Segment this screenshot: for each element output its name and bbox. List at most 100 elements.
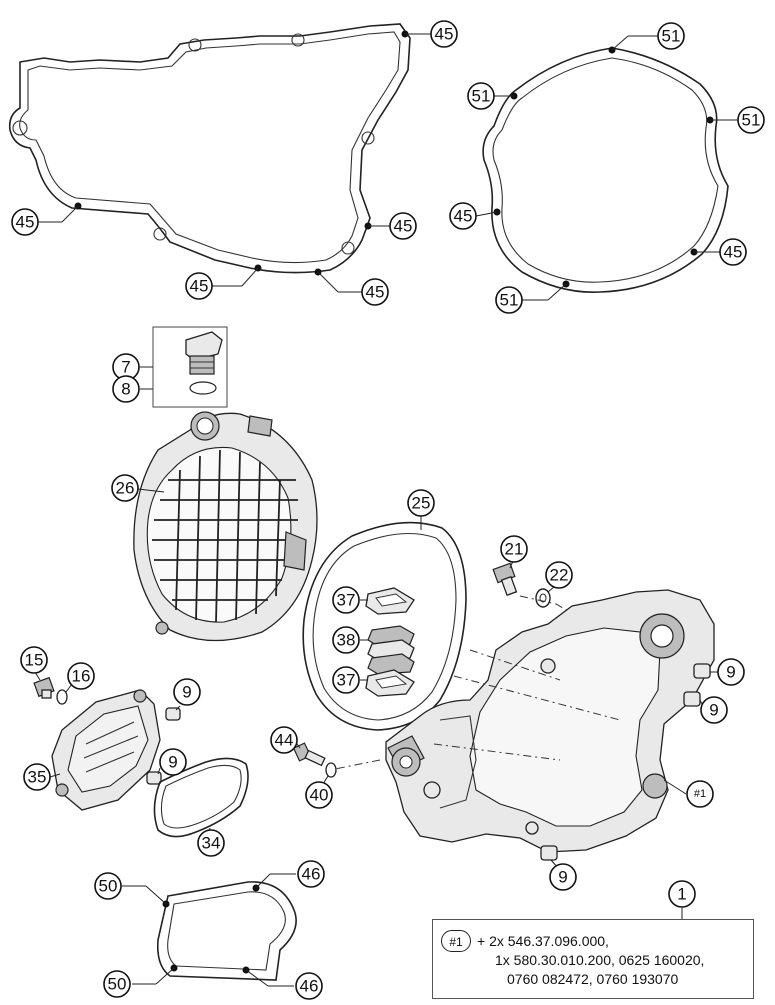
svg-text:22: 22: [550, 566, 569, 585]
dowel-pin-pump-lower: [146, 771, 162, 785]
callout-45-bottom-left: 45: [185, 272, 213, 300]
kit-contents-note: #1 + 2x 546.37.096.000, 1x 580.30.010.20…: [432, 919, 754, 999]
callout-35: 35: [23, 763, 51, 791]
callout-38: 38: [332, 626, 360, 654]
svg-text:9: 9: [558, 868, 567, 887]
cover-gasket-large: [8, 23, 411, 274]
ignition-cover-gasket: [302, 521, 467, 731]
svg-text:45: 45: [16, 213, 35, 232]
svg-text:45: 45: [394, 217, 413, 236]
sealing-washer: [535, 588, 551, 608]
callout-22: 22: [545, 561, 573, 589]
callout-9-right-lower: 9: [700, 696, 728, 724]
drain-screw: [492, 562, 518, 597]
water-pump-gasket-outline: [156, 881, 297, 981]
callout-9-bottom: 9: [549, 863, 577, 891]
water-pump-cover: [51, 689, 161, 811]
svg-text:45: 45: [724, 243, 743, 262]
callout-51-bottom: 51: [495, 286, 523, 314]
callout-9-pump-lower: 9: [159, 748, 187, 776]
callout-46-lower: 46: [295, 972, 323, 1000]
callout-37-upper: 37: [332, 586, 360, 614]
callout-51-left: 51: [467, 82, 495, 110]
rubber-damper-upper: [365, 587, 415, 615]
svg-text:7: 7: [121, 358, 130, 377]
clutch-cover-gasket: [482, 47, 729, 293]
water-pump-gasket: [153, 757, 249, 838]
svg-text:9: 9: [709, 701, 718, 720]
svg-text:21: 21: [505, 540, 524, 559]
callout-45-top: 45: [430, 20, 458, 48]
svg-text:46: 46: [302, 865, 321, 884]
callout-26: 26: [111, 474, 139, 502]
callout-25: 25: [407, 489, 435, 517]
svg-text:9: 9: [182, 683, 191, 702]
callout-45-bottom-right: 45: [361, 278, 389, 306]
svg-text:51: 51: [742, 111, 761, 130]
svg-text:#1: #1: [694, 788, 706, 800]
ignition-cover: [133, 411, 318, 642]
svg-text:34: 34: [202, 834, 221, 853]
dowel-pin-right-upper: [693, 663, 711, 679]
callout-50-upper: 50: [94, 872, 122, 900]
note-line-1: + 2x 546.37.096.000,: [477, 933, 609, 949]
callout-8: 8: [112, 375, 140, 403]
clutch-cover-housing: [385, 589, 715, 853]
svg-text:45: 45: [366, 283, 385, 302]
cover-screw: [292, 742, 326, 767]
callout-45-ring-left: 45: [449, 202, 477, 230]
svg-text:8: 8: [121, 380, 130, 399]
dowel-pin-pump-upper: [165, 707, 181, 721]
callout-45-left: 45: [11, 208, 39, 236]
callout-9-pump-upper: 9: [173, 678, 201, 706]
svg-text:45: 45: [190, 277, 209, 296]
callout-9-right-upper: 9: [717, 658, 745, 686]
svg-text:37: 37: [337, 671, 356, 690]
svg-text:15: 15: [25, 651, 44, 670]
svg-text:51: 51: [662, 27, 681, 46]
callout-40: 40: [305, 781, 333, 809]
svg-text:51: 51: [500, 291, 519, 310]
svg-text:40: 40: [310, 786, 329, 805]
callout-15: 15: [20, 646, 48, 674]
svg-text:51: 51: [472, 87, 491, 106]
dowel-pin-right-lower: [683, 691, 701, 707]
svg-text:35: 35: [28, 768, 47, 787]
svg-text:25: 25: [412, 494, 431, 513]
dowel-pin-bottom: [540, 845, 558, 861]
bleed-screw-washer: [56, 689, 68, 705]
svg-text:16: 16: [72, 667, 91, 686]
svg-text:50: 50: [99, 877, 118, 896]
callout-51-top: 51: [657, 22, 685, 50]
rubber-damper-lower: [365, 669, 415, 697]
svg-text:9: 9: [168, 753, 177, 772]
callout-45-mid: 45: [389, 212, 417, 240]
oil-filler-plug: [152, 326, 228, 408]
svg-text:9: 9: [726, 663, 735, 682]
rubber-damper-stack: [367, 625, 415, 675]
callout-16: 16: [67, 662, 95, 690]
svg-text:38: 38: [337, 631, 356, 650]
callout-1: 1: [668, 880, 696, 908]
callout-51-right: 51: [737, 106, 765, 134]
svg-text:50: 50: [108, 975, 127, 994]
callout-44: 44: [270, 726, 298, 754]
callout-50-lower: 50: [103, 970, 131, 998]
svg-text:1: 1: [677, 885, 686, 904]
svg-text:37: 37: [337, 591, 356, 610]
svg-text:46: 46: [300, 977, 319, 996]
note-line-3: 0760 082472, 0760 193070: [507, 971, 679, 987]
callout-21: 21: [500, 535, 528, 563]
svg-text:45: 45: [435, 25, 454, 44]
callout-46-upper: 46: [297, 860, 325, 888]
svg-text:26: 26: [116, 479, 135, 498]
callout-37-lower: 37: [332, 666, 360, 694]
callout-ref-1: #1: [686, 780, 714, 808]
callout-45-ring-right: 45: [719, 238, 747, 266]
note-reference-tag: #1: [441, 930, 471, 952]
svg-text:44: 44: [275, 731, 294, 750]
bleed-screw: [33, 676, 55, 699]
callout-34: 34: [197, 829, 225, 857]
svg-text:45: 45: [454, 207, 473, 226]
